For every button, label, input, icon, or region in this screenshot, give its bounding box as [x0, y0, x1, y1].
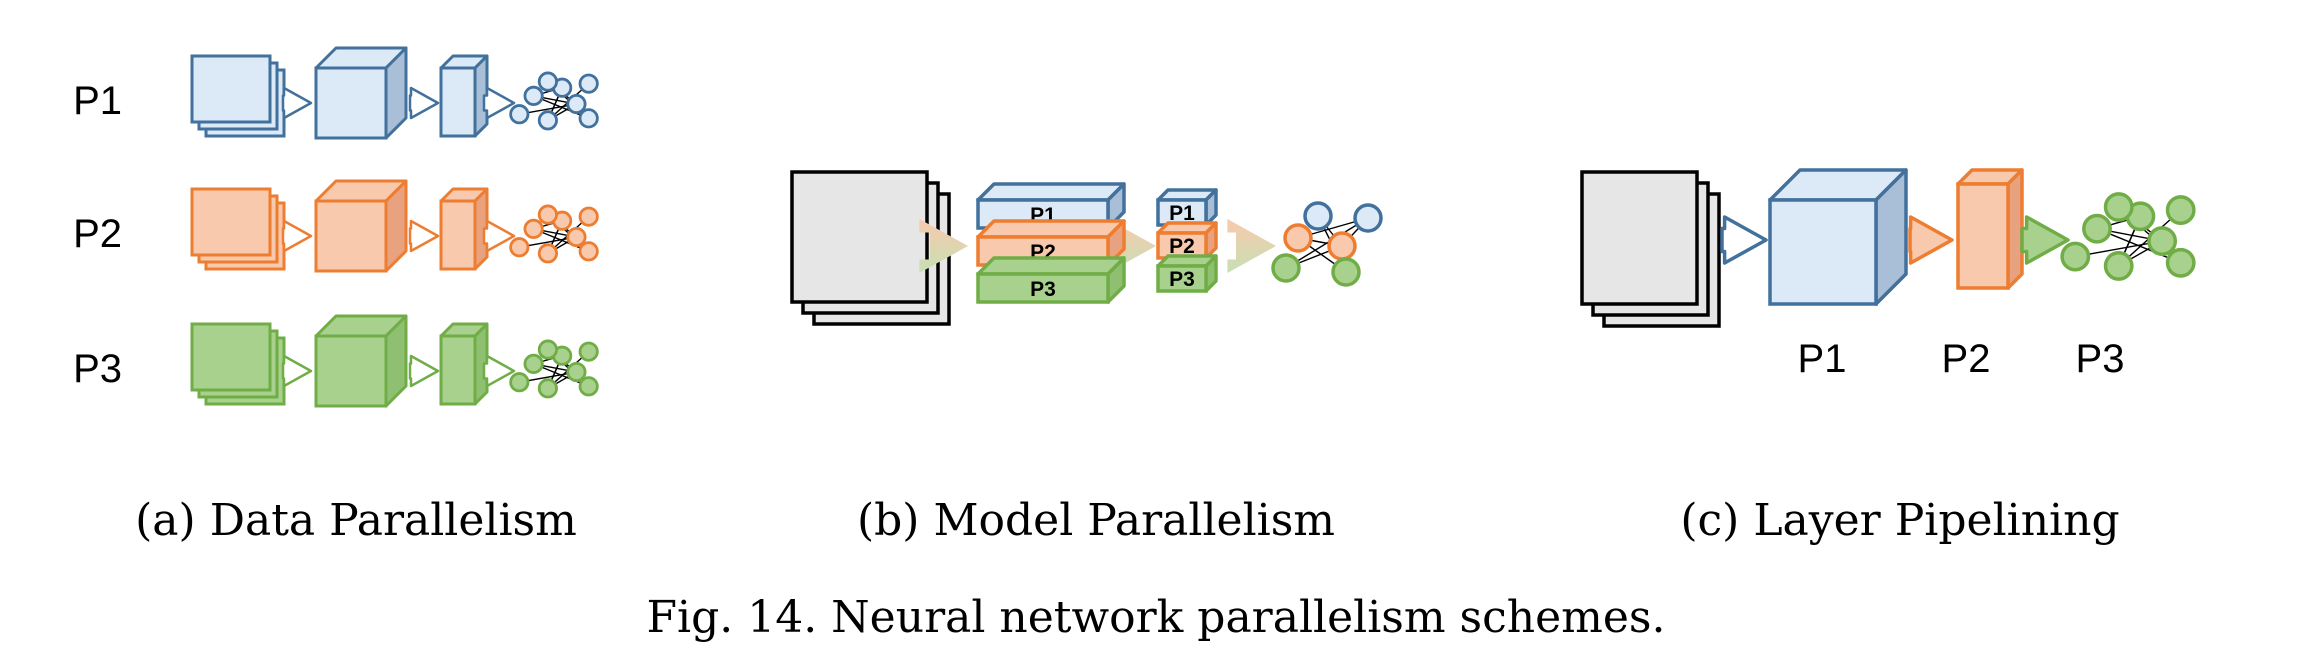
input-stack-blue [190, 54, 286, 138]
network-icon-orange [509, 204, 599, 264]
arrow-a2-orange [408, 219, 440, 253]
arrow-a1-orange [281, 219, 313, 253]
arrow-b1 [919, 219, 968, 273]
input-stack-green [190, 322, 286, 406]
arrow-a3-orange [482, 219, 516, 253]
arrow-a2-green [408, 354, 440, 388]
arrow-a1-green [281, 354, 313, 388]
conv-block-orange [314, 179, 408, 273]
stage-label-p2: P2 [1942, 337, 1991, 381]
arrow-a3-green [482, 354, 516, 388]
row-label-p1: P1 [73, 79, 122, 123]
arrow-a1-blue [281, 86, 313, 120]
row-label-p3: P3 [73, 347, 122, 391]
slab-small-label-p1: P1 [1169, 202, 1195, 225]
network-distributed-icon [1271, 201, 1383, 287]
arrow-a3-blue [482, 86, 516, 120]
slab-small-label-p3: P3 [1169, 268, 1195, 291]
input-stack-orange [190, 187, 286, 271]
arrow-b3 [1227, 219, 1276, 273]
pool-block-blue [439, 54, 489, 138]
pool-block-orange [439, 187, 489, 271]
input-stack [790, 170, 951, 326]
stage-block-p2 [1956, 168, 2024, 290]
caption-layer-pipelining: (c) Layer Pipelining [1680, 495, 2119, 546]
conv-block-green [314, 314, 408, 408]
slab-small-p1 [1156, 188, 1218, 227]
slab-small-p3 [1156, 254, 1218, 293]
pool-block-green [439, 322, 489, 406]
conv-block-blue [314, 46, 408, 140]
slab-small-p2 [1156, 221, 1218, 260]
input-stack [1580, 170, 1721, 328]
stage-label-p3: P3 [2076, 337, 2125, 381]
slab-small-label-p2: P2 [1169, 235, 1195, 258]
slab-large-label-p3: P3 [1030, 278, 1056, 301]
panel-layer-pipelining: P1 P2 P3 [1580, 168, 2196, 381]
row-label-p2: P2 [73, 212, 122, 256]
figure-caption: Fig. 14. Neural network parallelism sche… [646, 592, 1665, 643]
network-icon-blue [509, 71, 599, 131]
stage-label-p1: P1 [1798, 337, 1847, 381]
network-icon-green [509, 339, 599, 399]
arrow-c1 [1720, 215, 1768, 265]
arrow-c2 [1908, 215, 1954, 265]
slab-large-p3 [976, 256, 1126, 304]
stage-block-p1 [1768, 168, 1908, 306]
network-icon-green [2060, 192, 2196, 281]
arrow-a2-blue [408, 86, 440, 120]
caption-model-parallelism: (b) Model Parallelism [857, 495, 1335, 546]
caption-data-parallelism: (a) Data Parallelism [135, 495, 577, 546]
arrow-c3 [2020, 215, 2070, 265]
